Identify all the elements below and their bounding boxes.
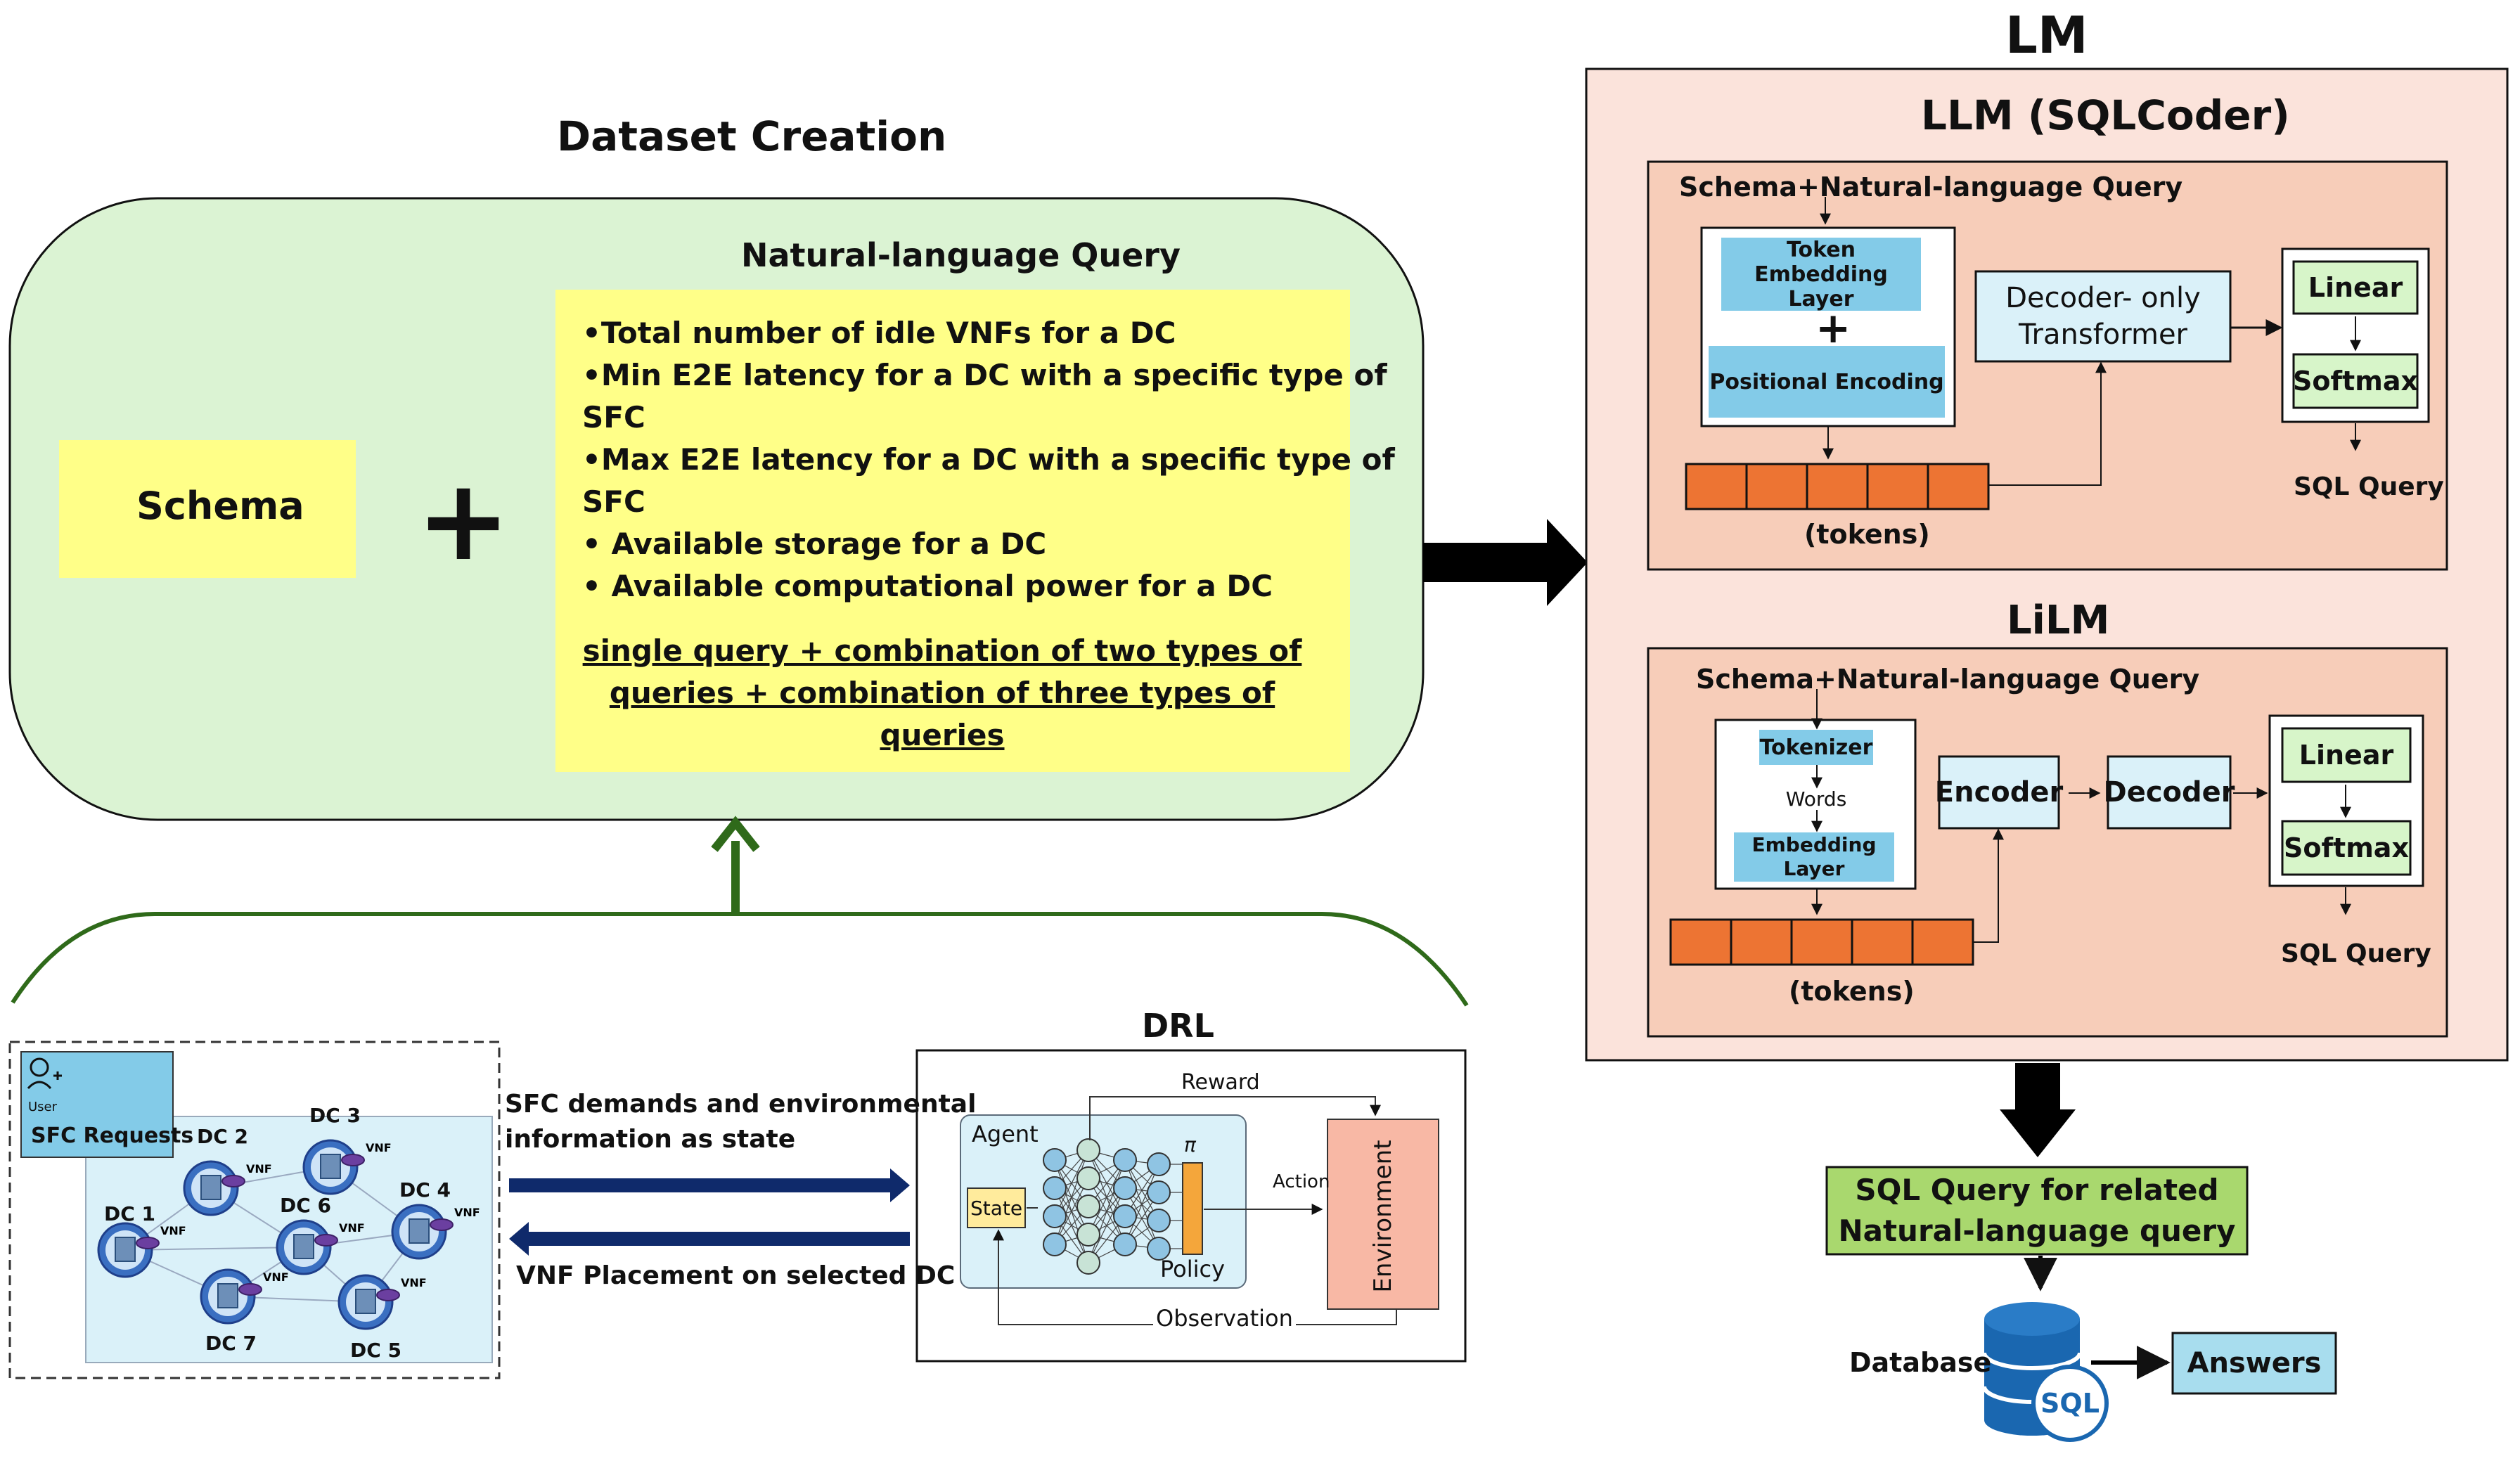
sfc-requests-label: SFC Requests [31,1123,194,1148]
database-label: Database [1849,1347,1992,1378]
datacenter-icon [338,1274,400,1330]
drl-policy-label: Policy [1160,1256,1226,1282]
lm-down-arrow [2000,1063,2076,1157]
lilm-words: Words [1785,787,1847,811]
drl-state-box: State [970,1196,1023,1220]
vnf-label: VNF [366,1141,392,1154]
nlq-bullet: SFC [582,400,645,434]
placement-arrow-label: VNF Placement on selected DC [516,1261,956,1290]
lilm-tokenizer: Tokenizer [1759,735,1873,760]
user-label: User [28,1100,58,1114]
answers-box: Answers [2187,1347,2322,1379]
datacenter-icon [276,1219,338,1275]
drl-agent-label: Agent [972,1121,1039,1147]
llm-linear: Linear [2308,272,2403,303]
llm-output: SQL Query [2294,472,2444,501]
lilm-embedding: Embedding Layer [1751,833,1877,880]
llm-input-label: Schema+Natural-language Query [1679,172,2183,202]
datacenter-icon [97,1222,160,1278]
datacenter-icon [302,1139,365,1195]
dc-label: DC 7 [205,1332,257,1355]
llm-plus: + [1815,304,1851,353]
nlq-summary-line: queries [880,718,1005,752]
nlq-title: Natural-language Query [741,236,1181,274]
database-icon [1982,1302,2109,1442]
vnf-label: VNF [160,1224,186,1237]
plus-symbol: + [416,454,511,586]
nlq-bullet: • Available storage for a DC [582,527,1047,561]
drl-observation-label: Observation [1153,1305,1296,1332]
lilm-output: SQL Query [2281,939,2431,968]
nlq-summary: single query + combination of two types … [555,630,1329,756]
datacenter-icon [183,1160,245,1216]
llm-decoder: Decoder- only Transformer [2005,282,2201,351]
lilm-token-row [1669,918,1974,966]
nlq-summary-line: single query + combination of two types … [582,633,1302,668]
llm-token-embedding: Token Embedding Layer [1754,237,1888,311]
placement-arrow [509,1222,910,1256]
vnf-label: VNF [246,1162,272,1176]
drl-action-label: Action [1273,1171,1330,1192]
state-arrow [509,1168,910,1202]
vnf-label: VNF [263,1270,289,1284]
dataset-to-lm-arrow [1423,519,1588,606]
nlq-bullet-list: •Total number of idle VNFs for a DC •Min … [582,312,1395,607]
dc-label: DC 5 [350,1339,402,1362]
nlq-bullet: •Min E2E latency for a DC with a specifi… [582,358,1387,392]
nlq-bullet: •Max E2E latency for a DC with a specifi… [582,442,1395,477]
llm-tokens-label: (tokens) [1804,519,1930,550]
nlq-summary-line: queries + combination of three types of [609,676,1275,710]
llm-softmax: Softmax [2293,366,2418,397]
lilm-decoder: Decoder [2103,776,2235,809]
lilm-softmax: Softmax [2284,832,2409,863]
dc-label: DC 1 [104,1202,156,1225]
nlq-box [555,290,1350,772]
vnf-label: VNF [339,1221,365,1235]
llm-title: LLM (SQLCoder) [1921,91,2290,139]
schema-label: Schema [136,484,304,528]
llm-positional-encoding: Positional Encoding [1709,369,1944,394]
dc-label: DC 4 [399,1178,451,1202]
nlq-bullet: SFC [582,484,645,519]
dc-label: DC 2 [197,1125,249,1148]
llm-token-row [1685,463,1990,510]
vnf-label: VNF [401,1276,427,1289]
lilm-encoder: Encoder [1934,776,2064,809]
schema-box [59,440,356,578]
lilm-input-label: Schema+Natural-language Query [1696,664,2200,695]
nlq-bullet: •Total number of idle VNFs for a DC [582,316,1176,350]
lm-title: LM [2005,6,2088,65]
dc-label: DC 6 [280,1194,332,1217]
user-icon [27,1057,62,1090]
drl-environment-label: Environment [1369,1140,1397,1293]
dataset-title: Dataset Creation [557,112,947,160]
nlq-bullet: • Available computational power for a DC [582,569,1273,603]
lilm-linear: Linear [2299,740,2394,771]
sql-badge: SQL [2040,1388,2100,1419]
lilm-tokens-label: (tokens) [1789,976,1915,1007]
drl-pi-label: π [1184,1133,1196,1157]
lilm-title: LiLM [2007,598,2110,643]
dc-label: DC 3 [309,1104,361,1127]
datacenter-icon [391,1204,454,1260]
vnf-label: VNF [454,1206,480,1219]
datacenter-icon [200,1268,262,1325]
brace-curve [11,912,1469,1007]
drl-title: DRL [1142,1007,1214,1045]
drl-reward-label: Reward [1181,1070,1260,1095]
state-arrow-label: SFC demands and environmental informatio… [505,1090,977,1154]
sql-query-box: SQL Query for related Natural-language q… [1838,1173,2236,1248]
